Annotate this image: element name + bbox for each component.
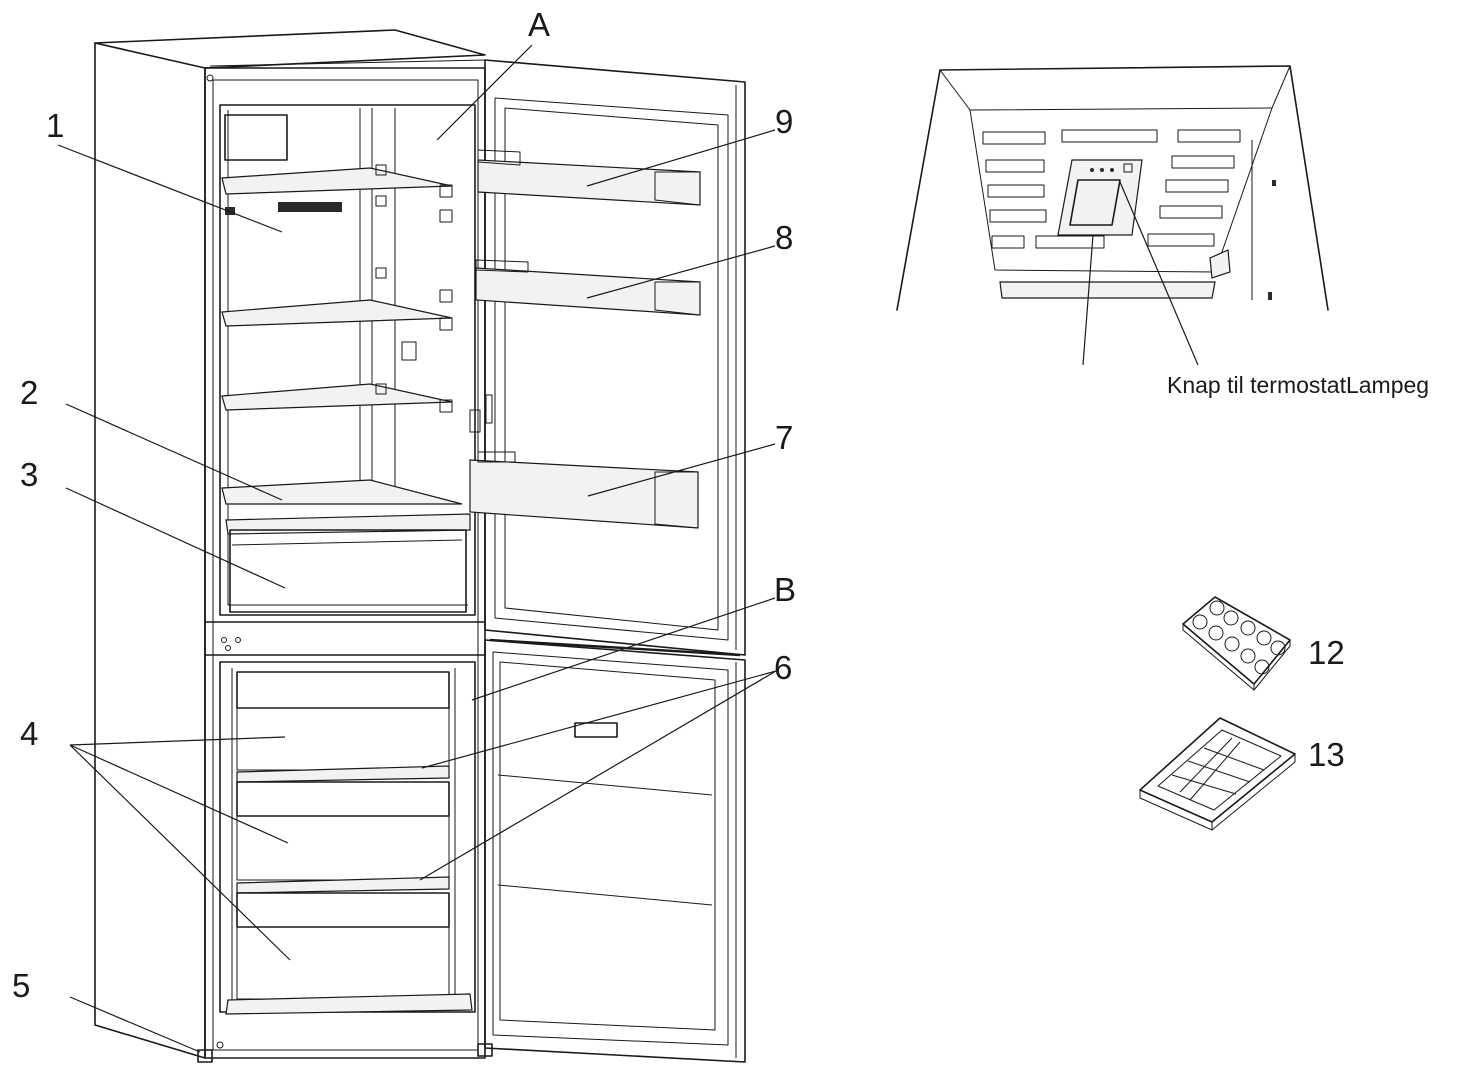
label-2: 2	[20, 374, 38, 411]
ice-cube-tray-13	[1139, 717, 1296, 831]
detail-caption: Knap til termostatLampeg	[1167, 372, 1429, 398]
label-5: 5	[12, 967, 30, 1004]
thermostat-detail-view: Knap til termostatLampeg	[896, 65, 1429, 398]
thermostat-knob-leader	[1082, 234, 1094, 366]
label-8: 8	[775, 219, 793, 256]
label-3: 3	[20, 456, 38, 493]
label-A: A	[528, 6, 550, 43]
lamp-leader	[1119, 181, 1199, 366]
label-4: 4	[20, 715, 38, 752]
label-B: B	[774, 571, 796, 608]
ceiling-vents	[982, 129, 1241, 249]
label-13: 13	[1308, 736, 1345, 773]
door-bin-8	[475, 259, 701, 316]
callout-leaders	[57, 44, 777, 1053]
door-bin-9	[477, 149, 701, 206]
label-12: 12	[1308, 634, 1345, 671]
callout-labels: A 1 9 8 2 7 3 B 6 4 5 12 13	[12, 6, 1345, 1004]
fridge-cabinet	[94, 29, 493, 1063]
freezer-door	[484, 638, 746, 1063]
fridge-door	[469, 59, 746, 656]
door-bin-7	[469, 451, 699, 529]
label-6: 6	[774, 649, 792, 686]
label-1: 1	[46, 107, 64, 144]
freezer-compartment	[219, 661, 476, 1015]
egg-tray-12	[1182, 596, 1291, 691]
label-7: 7	[775, 419, 793, 456]
thermostat-housing	[1057, 159, 1143, 236]
label-9: 9	[775, 103, 793, 140]
fridge-compartment	[219, 104, 476, 616]
